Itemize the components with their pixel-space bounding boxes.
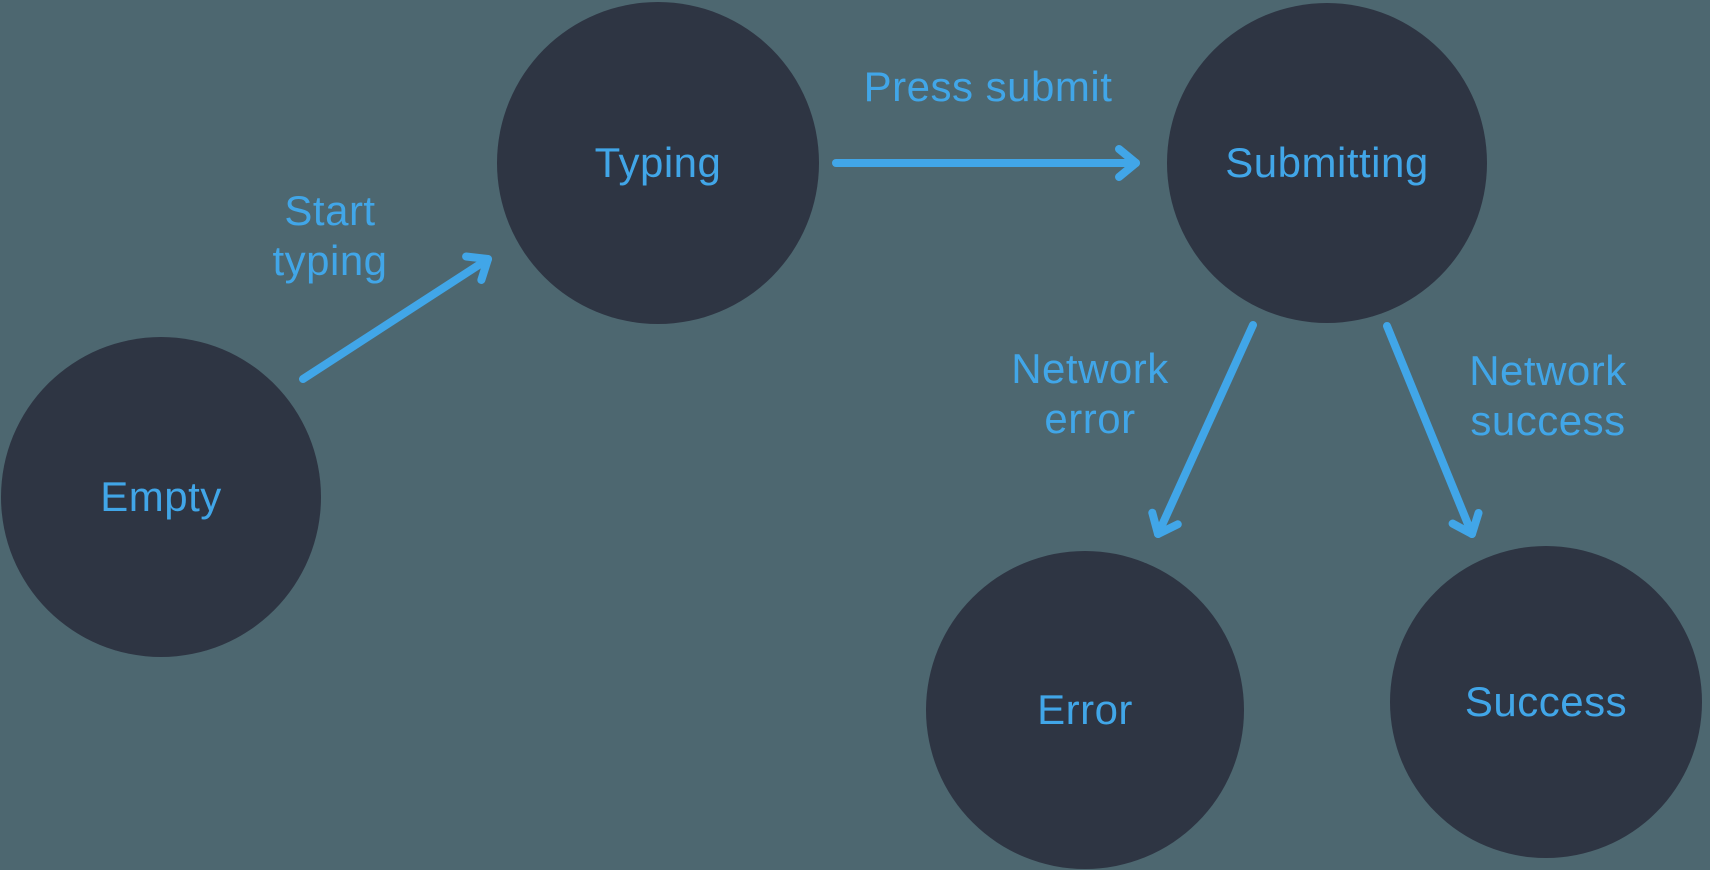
state-node-empty: Empty — [1, 337, 321, 657]
transition-label-network-error: Network error — [1011, 344, 1169, 444]
transition-label-line: Network — [1011, 345, 1169, 392]
state-label-submitting: Submitting — [1225, 139, 1429, 186]
state-label-error: Error — [1037, 686, 1133, 733]
transition-label-line: Press submit — [863, 63, 1113, 110]
state-node-typing: Typing — [497, 2, 819, 324]
transition-label-line: typing — [272, 237, 388, 284]
transition-label-line: Network — [1469, 347, 1627, 394]
transition-label-press-submit: Press submit — [864, 62, 1113, 112]
state-label-empty: Empty — [100, 473, 222, 520]
transition-label-line: success — [1470, 397, 1626, 444]
state-node-submitting: Submitting — [1167, 3, 1487, 323]
transition-arrow-network-success — [1383, 322, 1483, 538]
transition-label-start-typing: Start typing — [272, 186, 387, 286]
state-node-error: Error — [926, 551, 1244, 869]
transition-label-line: Start — [284, 187, 376, 234]
state-label-typing: Typing — [594, 139, 722, 186]
transition-label-network-success: Network success — [1469, 346, 1627, 446]
state-node-success: Success — [1390, 546, 1702, 858]
transition-label-line: error — [1044, 395, 1136, 442]
state-label-success: Success — [1464, 678, 1628, 725]
transition-arrow-network-error — [1148, 321, 1257, 538]
